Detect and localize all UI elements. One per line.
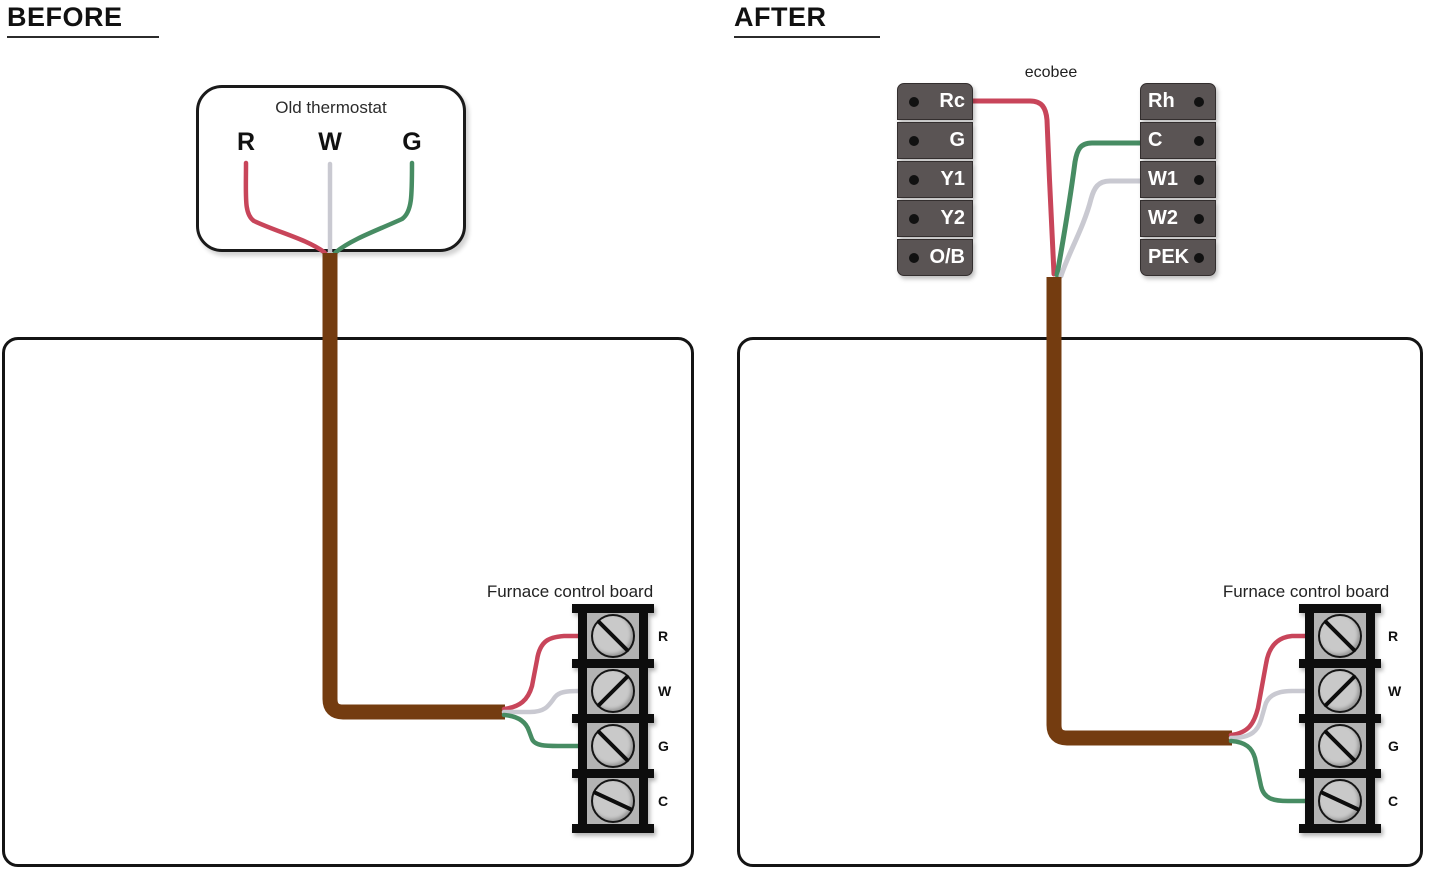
ecobee-right-terminal-block: Rh C W1 W2 PEK — [1140, 83, 1216, 276]
strip-label-w-after: W — [1388, 683, 1402, 699]
strip-bar — [572, 769, 654, 778]
strip-bar — [1299, 714, 1381, 723]
terminal-screw-c — [578, 778, 648, 824]
terminal-dot — [1194, 174, 1204, 185]
thermostat-terminal-w: W — [318, 128, 342, 156]
after-heading: AFTER — [734, 2, 880, 38]
furnace-board-title-before: Furnace control board — [486, 582, 654, 601]
old-thermostat-title: Old thermostat — [275, 98, 387, 117]
wire-green-ecobee — [1054, 140, 1144, 278]
terminal-screw-c — [1305, 778, 1375, 824]
strip-bar — [572, 659, 654, 668]
screw-slot — [1323, 619, 1357, 653]
screw-slot — [1323, 674, 1357, 708]
strip-label-g-before: G — [658, 738, 669, 754]
terminal-label: O/B — [929, 246, 965, 268]
terminal-label: Rh — [1148, 90, 1175, 112]
terminal-screw-w — [578, 668, 648, 714]
terminal-dot — [1194, 135, 1204, 146]
strip-label-c-after: C — [1388, 793, 1399, 809]
wire-red-ecobee — [969, 98, 1057, 277]
furnace-terminal-strip-before — [572, 604, 654, 833]
strip-bar — [572, 824, 654, 833]
ecobee-label: ecobee — [1024, 64, 1078, 81]
terminal-dot — [909, 135, 919, 146]
strip-label-c-before: C — [658, 793, 669, 809]
ecobee-terminal-c: C — [1140, 122, 1216, 159]
terminal-label: G — [949, 129, 965, 151]
terminal-screw-r — [1305, 613, 1375, 659]
furnace-terminal-strip-after — [1299, 604, 1381, 833]
thermostat-terminal-g: G — [402, 128, 422, 156]
ecobee-terminal-g: G — [897, 122, 973, 159]
ecobee-left-terminal-block: Rc G Y1 Y2 O/B — [897, 83, 973, 276]
thermostat-terminal-r: R — [236, 128, 256, 156]
strip-label-r-before: R — [658, 628, 669, 644]
terminal-screw-g — [1305, 723, 1375, 769]
terminal-label: Rc — [939, 90, 965, 112]
screw-slot — [592, 789, 634, 813]
terminal-screw-g — [578, 723, 648, 769]
furnace-board-title-after: Furnace control board — [1222, 582, 1390, 601]
ecobee-terminal-y2: Y2 — [897, 200, 973, 237]
terminal-label: Y2 — [940, 207, 965, 229]
terminal-label: C — [1148, 129, 1163, 151]
screw-slot — [596, 619, 630, 653]
strip-label-r-after: R — [1388, 628, 1399, 644]
wire-white-ecobee — [1058, 178, 1144, 279]
ecobee-terminal-y1: Y1 — [897, 161, 973, 198]
old-thermostat-box: Old thermostat — [196, 85, 466, 252]
terminal-dot — [909, 252, 919, 263]
terminal-label: W2 — [1148, 207, 1178, 229]
strip-bar — [1299, 824, 1381, 833]
screw-slot — [1323, 729, 1357, 763]
terminal-screw-r — [578, 613, 648, 659]
terminal-label: Y1 — [940, 168, 965, 190]
screw-slot — [1319, 789, 1361, 813]
screw-slot — [596, 729, 630, 763]
terminal-dot — [1194, 96, 1204, 107]
terminal-dot — [1194, 252, 1204, 263]
strip-label-g-after: G — [1388, 738, 1399, 754]
ecobee-terminal-pek: PEK — [1140, 239, 1216, 276]
ecobee-terminal-rc: Rc — [897, 83, 973, 120]
strip-bar — [1299, 659, 1381, 668]
ecobee-terminal-w2: W2 — [1140, 200, 1216, 237]
strip-bar — [1299, 604, 1381, 613]
strip-bar — [572, 604, 654, 613]
terminal-screw-w — [1305, 668, 1375, 714]
terminal-dot — [909, 213, 919, 224]
ecobee-terminal-w1: W1 — [1140, 161, 1216, 198]
terminal-dot — [1194, 213, 1204, 224]
terminal-dot — [909, 96, 919, 107]
strip-bar — [1299, 769, 1381, 778]
terminal-label: PEK — [1148, 246, 1190, 268]
terminal-label: W1 — [1148, 168, 1178, 190]
before-heading: BEFORE — [7, 2, 159, 38]
ecobee-terminal-rh: Rh — [1140, 83, 1216, 120]
screw-slot — [596, 674, 630, 708]
strip-bar — [572, 714, 654, 723]
terminal-dot — [909, 174, 919, 185]
ecobee-terminal-ob: O/B — [897, 239, 973, 276]
strip-label-w-before: W — [658, 683, 672, 699]
